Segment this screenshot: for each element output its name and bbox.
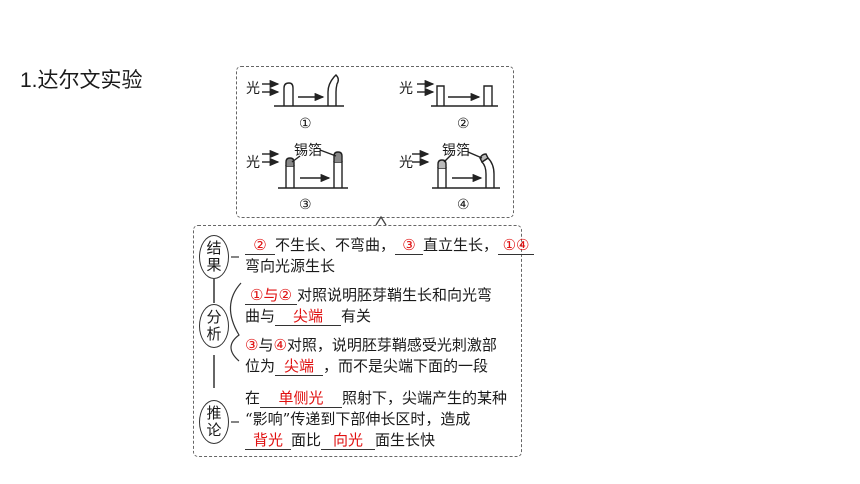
panel-number-2: ② [457,116,470,132]
foil-label-4: 锡箔 [442,143,470,159]
foil-label-3: 锡箔 [294,143,322,159]
coleoptile-1b [327,74,339,106]
coleoptile-2b [483,85,493,106]
light-label-3: 光 [246,155,260,171]
experiment-figure-box [236,66,514,218]
panel-4 [412,149,500,189]
analysis-answer-3: ③ [245,337,259,354]
result-answer-3: ①④ [498,237,535,255]
coleoptile-1a [283,82,294,106]
analysis-line-2: 曲与尖端有关 [245,307,372,326]
analysis-line-4: 位为尖端，而不是尖端下面的一段 [245,357,489,376]
connector-caret [375,215,387,226]
analysis-label: 分析 [199,304,229,348]
panel-1 [262,74,344,107]
light-label-2: 光 [399,81,413,97]
result-label: 结果 [199,235,229,279]
result-line-2: 弯向光源生长 [245,257,336,275]
coleoptile-2a [436,85,445,106]
panel-number-1: ① [299,116,312,132]
result-answer-2: ③ [395,237,424,255]
analysis-line-3: ③与④对照，说明胚芽鞘感受光刺激部 [245,336,497,354]
inference-label: 推论 [199,400,229,444]
inference-line-3: 背光面比向光面生长快 [245,430,435,450]
light-label-4: 光 [399,155,413,171]
panel-2 [417,79,498,107]
panel-number-3: ③ [299,197,312,213]
panel-number-4: ④ [457,197,470,213]
summary-box [193,225,522,457]
inference-answer-1: 单侧光 [260,390,343,408]
inference-line-1: 在单侧光照射下，尖端产生的某种 [245,389,508,408]
analysis-answer-2: 尖端 [275,308,342,326]
analysis-answer-1: ①与② [245,287,297,305]
light-label-1: 光 [246,81,260,97]
inference-answer-2: 背光 [245,432,291,450]
panel-3 [262,149,348,189]
inference-line-2: “影响”传递到下部伸长区时，造成 [245,410,471,428]
page-title: 1.达尔文实验 [20,69,143,92]
analysis-answer-5: 尖端 [275,358,324,376]
result-answer-1: ② [245,237,275,255]
experiment-diagram [262,74,500,189]
analysis-answer-4: ④ [273,337,287,354]
label-connectors [213,256,242,423]
inference-answer-3: 向光 [321,432,376,450]
